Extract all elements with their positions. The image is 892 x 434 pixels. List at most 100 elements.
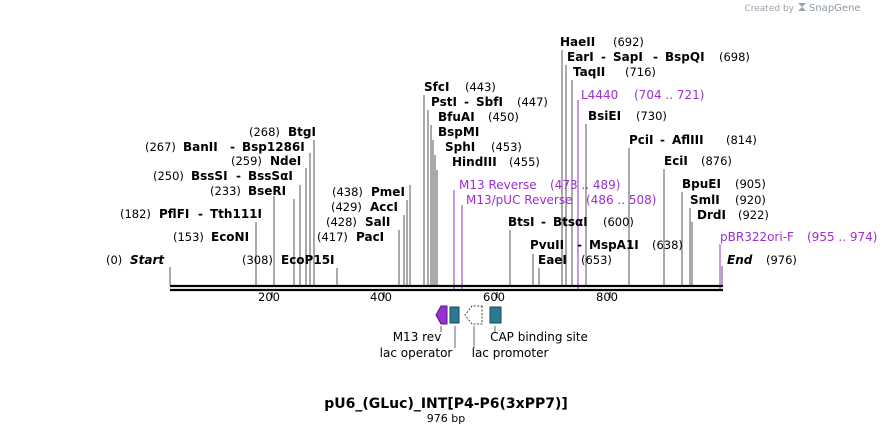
feature-cap-binding-box[interactable] bbox=[489, 306, 502, 324]
feature-m13-rev-arrow[interactable] bbox=[435, 305, 448, 325]
feature-label: lac operator bbox=[380, 346, 453, 360]
site-name[interactable]: EarI bbox=[567, 50, 594, 64]
site-pos[interactable]: (600) bbox=[603, 215, 634, 229]
site-pos[interactable]: (443) bbox=[465, 80, 496, 94]
primer-range[interactable]: (486 .. 508) bbox=[586, 193, 656, 207]
site-name[interactable]: BspMI bbox=[438, 125, 479, 139]
site-pos[interactable]: (716) bbox=[625, 65, 656, 79]
site-name[interactable]: Tth111I bbox=[210, 207, 262, 221]
site-pos[interactable]: (450) bbox=[488, 110, 519, 124]
site-name[interactable]: BtsI bbox=[508, 215, 535, 229]
site-pos[interactable]: (447) bbox=[517, 95, 548, 109]
site-separator: - bbox=[541, 215, 546, 229]
primer-name[interactable]: M13 Reverse bbox=[459, 178, 537, 192]
site-pos[interactable]: (233) bbox=[210, 184, 241, 198]
site-name[interactable]: BseRI bbox=[248, 184, 286, 198]
primer-name[interactable]: M13/pUC Reverse bbox=[466, 193, 573, 207]
site-name[interactable]: BpuEI bbox=[682, 177, 721, 191]
feature-label: lac promoter bbox=[472, 346, 549, 360]
site-name[interactable]: BsiEI bbox=[588, 109, 621, 123]
end-pos: (976) bbox=[766, 253, 797, 267]
scale-ticks bbox=[271, 292, 611, 298]
site-pos[interactable]: (182) bbox=[120, 207, 151, 221]
site-name[interactable]: AccI bbox=[370, 200, 398, 214]
site-name[interactable]: BspQI bbox=[665, 50, 705, 64]
start-label: Start bbox=[130, 253, 165, 267]
site-pos[interactable]: (268) bbox=[249, 125, 280, 139]
site-pos[interactable]: (438) bbox=[332, 185, 363, 199]
site-name[interactable]: DrdI bbox=[697, 208, 726, 222]
site-connectors bbox=[169, 50, 723, 285]
tick-label: 200 bbox=[258, 290, 280, 304]
site-separator: - bbox=[464, 95, 469, 109]
site-name[interactable]: AflIII bbox=[672, 133, 704, 147]
site-pos[interactable]: (922) bbox=[738, 208, 769, 222]
snapgene-logo-icon bbox=[798, 3, 806, 11]
site-pos[interactable]: (698) bbox=[719, 50, 750, 64]
site-pos[interactable]: (267) bbox=[145, 140, 176, 154]
site-pos[interactable]: (250) bbox=[153, 169, 184, 183]
site-name[interactable]: HindIII bbox=[452, 155, 497, 169]
feature-lac-operator-box[interactable] bbox=[449, 306, 460, 324]
primer-range[interactable]: (473 .. 489) bbox=[550, 178, 620, 192]
site-pos[interactable]: (259) bbox=[231, 154, 262, 168]
site-pos[interactable]: (428) bbox=[326, 215, 357, 229]
site-pos[interactable]: (429) bbox=[331, 200, 362, 214]
site-name[interactable]: NdeI bbox=[270, 154, 301, 168]
primer-name[interactable]: pBR322ori-F bbox=[720, 230, 794, 244]
site-name[interactable]: SmlI bbox=[690, 193, 720, 207]
end-label: End bbox=[727, 253, 753, 267]
feature-lac-promoter-arrow[interactable] bbox=[464, 305, 483, 325]
site-name[interactable]: SapI bbox=[613, 50, 643, 64]
site-name[interactable]: EaeI bbox=[538, 253, 567, 267]
site-name[interactable]: SalI bbox=[365, 215, 390, 229]
site-name[interactable]: EcoNI bbox=[211, 230, 249, 244]
site-pos[interactable]: (692) bbox=[613, 35, 644, 49]
primer-range[interactable]: (955 .. 974) bbox=[807, 230, 877, 244]
feature-label: M13 rev bbox=[393, 330, 442, 344]
site-pos[interactable]: (455) bbox=[509, 155, 540, 169]
site-name[interactable]: TaqII bbox=[573, 65, 605, 79]
site-name[interactable]: SfcI bbox=[424, 80, 449, 94]
site-pos[interactable]: (730) bbox=[636, 109, 667, 123]
primer-name[interactable]: L4440 bbox=[581, 88, 618, 102]
site-pos[interactable]: (308) bbox=[242, 253, 273, 267]
site-name[interactable]: BanII bbox=[183, 140, 218, 154]
site-pos[interactable]: (153) bbox=[173, 230, 204, 244]
site-separator: - bbox=[198, 207, 203, 221]
site-name[interactable]: SbfI bbox=[476, 95, 503, 109]
site-name[interactable]: EciI bbox=[664, 154, 688, 168]
site-name[interactable]: PciI bbox=[629, 133, 654, 147]
site-pos[interactable]: (653) bbox=[581, 253, 612, 267]
site-name[interactable]: BtsαI bbox=[553, 215, 588, 229]
site-pos[interactable]: (417) bbox=[317, 230, 348, 244]
site-name[interactable]: BssSI bbox=[191, 169, 228, 183]
site-name[interactable]: BssSαI bbox=[248, 169, 293, 183]
credit-brand: SnapGene bbox=[809, 3, 861, 14]
site-name[interactable]: PstI bbox=[431, 95, 457, 109]
site-name[interactable]: PvuII bbox=[530, 238, 564, 252]
site-name[interactable]: PacI bbox=[356, 230, 384, 244]
site-name[interactable]: BtgI bbox=[288, 125, 316, 139]
site-pos[interactable]: (453) bbox=[491, 140, 522, 154]
dna-backbone bbox=[170, 284, 723, 292]
site-separator: - bbox=[601, 50, 606, 64]
site-pos[interactable]: (905) bbox=[735, 177, 766, 191]
site-name[interactable]: SphI bbox=[445, 140, 475, 154]
site-name[interactable]: Bsp1286I bbox=[242, 140, 305, 154]
site-name[interactable]: MspA1I bbox=[589, 238, 639, 252]
site-pos[interactable]: (638) bbox=[652, 238, 683, 252]
site-name[interactable]: BfuAI bbox=[438, 110, 475, 124]
site-pos[interactable]: (920) bbox=[735, 193, 766, 207]
site-pos[interactable]: (814) bbox=[726, 133, 757, 147]
tick-label: 600 bbox=[483, 290, 505, 304]
snapgene-credit: Created by SnapGene bbox=[744, 3, 861, 14]
primer-range[interactable]: (704 .. 721) bbox=[634, 88, 704, 102]
site-name[interactable]: PmeI bbox=[371, 185, 405, 199]
site-name[interactable]: EcoP15I bbox=[281, 253, 335, 267]
site-separator: - bbox=[653, 50, 658, 64]
tick-label: 400 bbox=[370, 290, 392, 304]
site-name[interactable]: HaeII bbox=[560, 35, 595, 49]
site-pos[interactable]: (876) bbox=[701, 154, 732, 168]
site-name[interactable]: PflFI bbox=[159, 207, 189, 221]
